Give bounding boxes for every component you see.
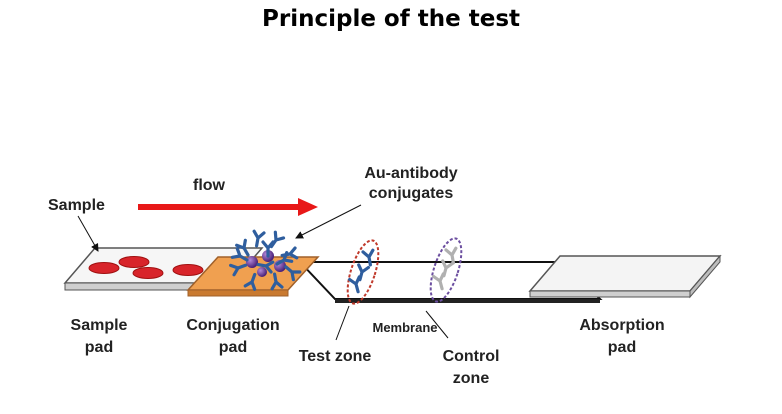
membrane-label: Membrane	[372, 320, 437, 335]
absorption-pad-label-2: pad	[608, 339, 636, 356]
sample-label: Sample	[48, 197, 105, 214]
red-cell-icon	[88, 262, 120, 274]
conjugation-pad-label: Conjugation	[186, 317, 279, 334]
absorption-pad	[528, 254, 722, 299]
red-cell-icon	[172, 264, 204, 276]
test-zone-label: Test zone	[299, 348, 372, 365]
red-cells	[88, 256, 204, 279]
callout-lines	[77, 204, 449, 341]
red-cell-icon	[132, 267, 164, 279]
sample-pad-label-2: pad	[85, 339, 113, 356]
au-antibody-label: Au-antibody	[364, 165, 457, 182]
page-title: Principle of the test	[262, 6, 520, 32]
membrane-strip	[297, 261, 603, 303]
au-antibody-conjugates	[229, 229, 302, 291]
control-zone-label-2: zone	[453, 370, 490, 387]
absorption-pad-label: Absorption	[579, 317, 664, 334]
conjugation-pad-label-2: pad	[219, 339, 247, 356]
red-cell-icon	[118, 256, 150, 268]
control-zone-label: Control	[443, 348, 500, 365]
purple-sphere-icon	[257, 267, 267, 277]
flow-label: flow	[193, 177, 226, 194]
flow-arrow	[138, 198, 318, 216]
au-antibody-label-2: conjugates	[369, 185, 454, 202]
purple-sphere-icon	[246, 256, 258, 268]
sample-pad-label: Sample	[71, 317, 128, 334]
